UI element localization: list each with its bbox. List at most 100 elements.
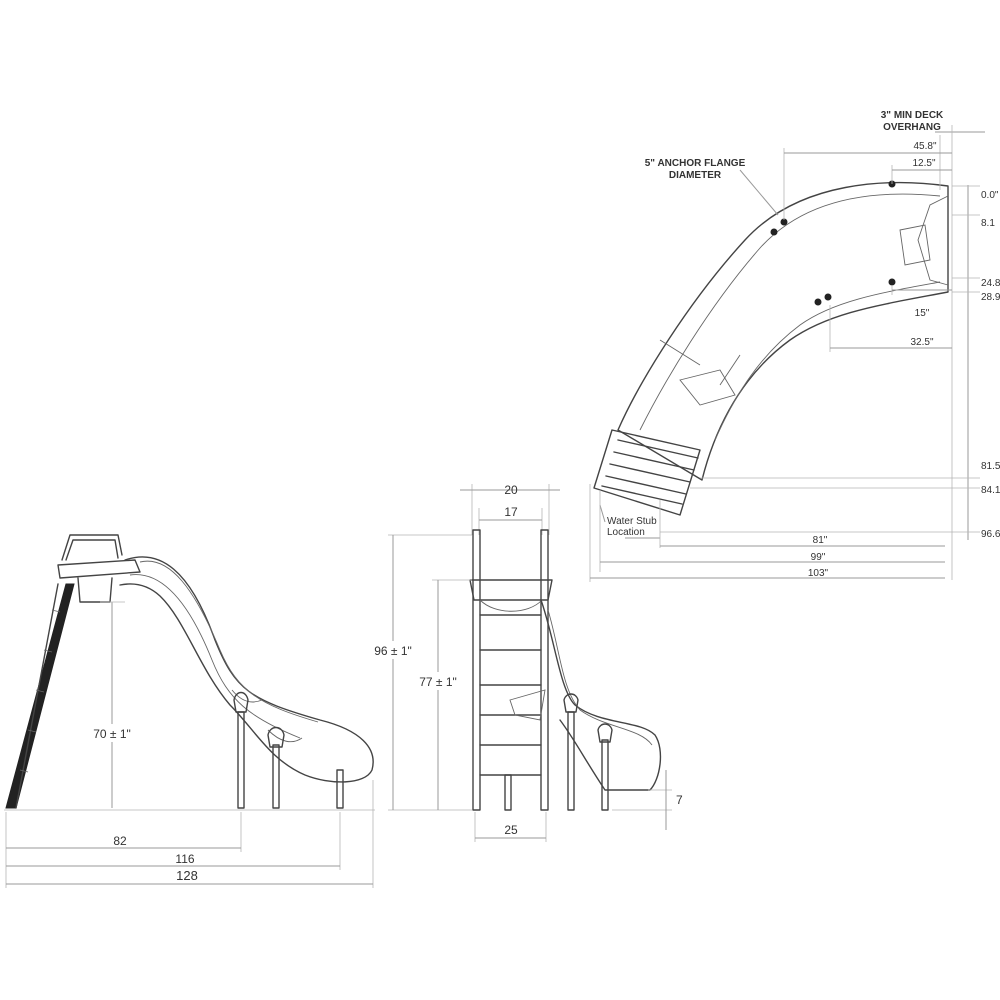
- front-center-leg: [504, 774, 512, 811]
- right-8-1: 8.1: [981, 218, 995, 229]
- top-step: [609, 463, 691, 483]
- right-81-5: 81.5: [981, 461, 1000, 472]
- side-slide-inner: [129, 574, 301, 739]
- front-slide-leg: [601, 739, 609, 811]
- top-callout-flange: 5" ANCHOR FLANGE DIAMETER: [645, 158, 779, 216]
- side-view: 70 ± 1" 82 116 128: [4, 534, 375, 888]
- top-slide-outline: [617, 181, 949, 481]
- ladder-step: [43, 649, 53, 653]
- front-leg-bracket: [597, 723, 613, 743]
- top-steps-frame: [593, 429, 701, 516]
- ladder-step: [27, 729, 37, 733]
- right-28-9: 28.9: [981, 292, 1000, 303]
- anchor-bolt: [770, 228, 778, 236]
- anchor-bolt: [814, 298, 822, 306]
- front-platform-height: 77 ± 1": [419, 675, 457, 689]
- top-step: [617, 439, 699, 459]
- top-slide-inner-edge: [714, 281, 941, 441]
- anchor-flange-line2: DIAMETER: [669, 170, 722, 181]
- front-slide-exit: [509, 689, 546, 721]
- side-height-label: 70 ± 1": [93, 727, 131, 741]
- right-84-1: 84.1: [981, 485, 1000, 496]
- side-slide-seam: [231, 689, 263, 703]
- front-ladder-rail: [540, 529, 549, 811]
- front-overall-height: 96 ± 1": [374, 644, 412, 658]
- side-platform-deck: [57, 559, 141, 579]
- front-width-20: 20: [504, 483, 518, 497]
- top-slide-entry: [917, 195, 949, 286]
- top-step: [605, 475, 687, 495]
- top-step: [613, 451, 695, 471]
- ladder-rail-front: [15, 583, 59, 809]
- front-ladder: [469, 529, 553, 811]
- right-96-6: 96.6: [981, 529, 1000, 540]
- top-callout-deck: 3" MIN DECK OVERHANG: [881, 110, 985, 133]
- side-length-dimensions: 82 116 128: [5, 780, 374, 888]
- dim-15: 15": [915, 308, 930, 319]
- side-leg: [237, 711, 245, 809]
- side-slide-chute: [119, 556, 374, 783]
- dim-12-5: 12.5": [912, 158, 935, 169]
- side-leg-bracket: [267, 726, 285, 748]
- top-exit-steps: [593, 429, 701, 516]
- front-top-dimensions: 20 17: [460, 483, 560, 535]
- side-slide-seam: [267, 729, 303, 743]
- front-exit-height: 7: [676, 793, 683, 807]
- top-view: 3" MIN DECK OVERHANG 5" ANCHOR FLANGE DI…: [589, 110, 1000, 582]
- top-callout-water: Water Stub Location: [599, 504, 660, 539]
- top-slide-exit-pad: [679, 369, 736, 406]
- side-handrail-inner: [65, 539, 119, 561]
- dim-32-5: 32.5": [910, 337, 933, 348]
- top-step: [601, 485, 683, 505]
- deck-overhang-line1: 3" MIN DECK: [881, 110, 944, 121]
- side-platform-support: [77, 577, 113, 603]
- dim-45-8: 45.8": [913, 141, 936, 152]
- side-slide-body: [119, 556, 374, 783]
- front-base-width: 25: [504, 823, 518, 837]
- top-slide-body: [617, 180, 949, 481]
- front-platform-curve: [479, 599, 543, 612]
- side-platform: [57, 534, 141, 603]
- side-ladder: [5, 583, 75, 809]
- front-slide-chute: [540, 599, 662, 791]
- front-ladder-rail: [472, 529, 481, 811]
- side-slide-edge: [139, 560, 319, 723]
- front-exit-dimension: 7: [612, 770, 683, 830]
- front-leg-bracket: [563, 693, 579, 713]
- top-right-dimensions: 0.0" 8.1 24.8 28.9 81.5 84.1 96.6: [660, 185, 1000, 540]
- front-slide-edge: [547, 609, 653, 746]
- water-stub-line2: Location: [607, 527, 645, 538]
- right-24-8: 24.8: [981, 278, 1000, 289]
- anchor-bolt: [888, 278, 896, 286]
- front-platform: [469, 579, 553, 601]
- top-slide-inner-edge: [639, 193, 941, 431]
- dim-99: 99": [811, 552, 826, 563]
- top-slide-flare: [659, 339, 741, 386]
- side-length-116: 116: [175, 852, 194, 866]
- side-leg-bracket: [233, 691, 249, 713]
- right-0-0: 0.0": [981, 190, 999, 201]
- side-length-82: 82: [113, 834, 127, 848]
- top-bottom-dimensions: 81" 99" 103": [589, 484, 945, 582]
- anchor-flange-line1: 5" ANCHOR FLANGE: [645, 158, 746, 169]
- dim-81: 81": [813, 535, 828, 546]
- front-height-dimensions: 96 ± 1" 77 ± 1": [368, 534, 472, 811]
- top-slide-seat: [899, 224, 931, 266]
- side-leg: [336, 769, 344, 809]
- dim-103: 103": [808, 568, 829, 579]
- ladder-step: [51, 609, 61, 613]
- front-slide-leg: [567, 711, 575, 811]
- top-horizontal-dimensions: 45.8" 12.5" 15" 32.5": [783, 125, 953, 580]
- front-base-dimension: 25: [474, 812, 547, 842]
- ladder-step: [19, 769, 29, 773]
- side-length-128: 128: [176, 868, 198, 883]
- ladder-rail-solid: [5, 583, 75, 809]
- water-stub-line1: Water Stub: [607, 516, 657, 527]
- side-leg: [272, 744, 280, 809]
- front-width-17: 17: [504, 505, 518, 519]
- anchor-bolt: [824, 293, 832, 301]
- ladder-step: [35, 689, 45, 693]
- front-slide: [509, 599, 662, 811]
- side-height-dimension: 70 ± 1": [88, 601, 136, 808]
